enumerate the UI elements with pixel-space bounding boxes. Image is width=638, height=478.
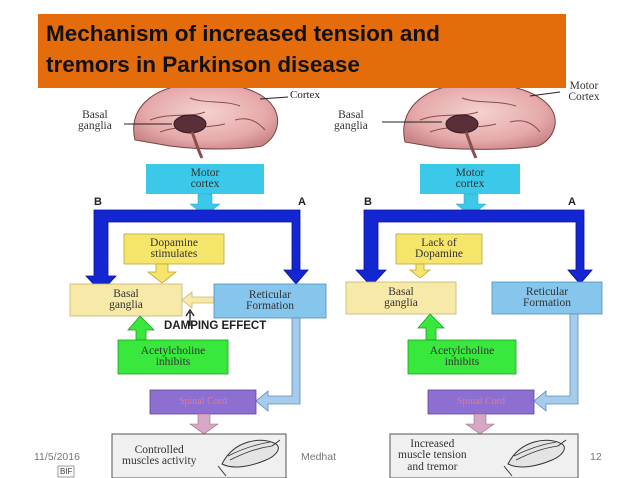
left-spinal-cord-box xyxy=(149,389,257,415)
right-basal-ganglia-text: Basal ganglia xyxy=(384,285,418,309)
title-line-2: tremors in Parkinson disease xyxy=(46,52,360,77)
left-muscle-icon xyxy=(217,439,281,477)
left-pathway-b-label: B xyxy=(94,196,102,208)
footer-page-number: 12 xyxy=(590,451,602,463)
left-cortex-label: Cortex xyxy=(290,89,320,101)
right-spinal-cord-text: Spinal Cord xyxy=(456,396,506,407)
left-basal-label: Basal ganglia xyxy=(78,108,112,132)
left-dopamine-box xyxy=(123,233,225,265)
left-acetylcholine-text: Acetylcholine inhibits xyxy=(140,344,206,368)
left-pathway-a-label: A xyxy=(298,196,306,208)
right-reticular-box xyxy=(491,281,603,315)
right-acetylcholine-box xyxy=(407,339,517,375)
left-spinal-cord-text: Spinal Cord xyxy=(178,396,228,407)
left-dopamine-text: Dopamine stimulates xyxy=(150,236,198,260)
right-outcome-text: Increased muscle tension and tremor xyxy=(398,437,467,473)
left-acetylcholine-box xyxy=(117,339,229,375)
right-motor-cortex-text: Motor cortex xyxy=(455,166,485,190)
right-motor-cortex-label: Motor Cortex xyxy=(568,79,600,103)
right-basal-label: Basal ganglia xyxy=(334,108,368,132)
right-muscle-icon xyxy=(503,439,567,477)
right-pathway-b-label: B xyxy=(364,196,372,208)
right-pathway-arrow xyxy=(355,209,593,287)
left-motor-cortex-box xyxy=(146,164,264,194)
title-banner: Mechanism of increased tension and tremo… xyxy=(38,14,566,88)
right-acetylcholine-text: Acetylcholine inhibits xyxy=(429,344,495,368)
left-reticular-text: Reticular Formation xyxy=(246,288,294,312)
right-reticular-text: Reticular Formation xyxy=(523,285,571,309)
left-basal-ganglia-text: Basal ganglia xyxy=(109,287,143,311)
left-motor-cortex-text: Motor cortex xyxy=(190,166,220,190)
right-spinal-cord-box xyxy=(427,389,535,415)
footer-date: 11/5/2016 xyxy=(34,451,80,463)
left-outcome-text: Controlled muscles activity xyxy=(122,443,197,467)
title-line-1: Mechanism of increased tension and xyxy=(46,21,440,46)
right-brain-illustration xyxy=(382,82,561,159)
right-lack-dopamine-text: Lack of Dopamine xyxy=(415,236,463,260)
left-brain-illustration xyxy=(124,82,289,159)
damping-effect-label: DAMPING EFFECT xyxy=(164,320,267,332)
corner-tag: BIF xyxy=(60,467,73,476)
footer-author: Medhat xyxy=(301,451,337,463)
left-basal-ganglia-box xyxy=(69,283,183,317)
right-basal-ganglia-box xyxy=(345,281,457,315)
right-motor-cortex-box xyxy=(420,164,520,194)
left-reticular-box xyxy=(213,283,327,319)
right-lack-dopamine-box xyxy=(395,233,483,265)
right-pathway-a-label: A xyxy=(568,196,576,208)
